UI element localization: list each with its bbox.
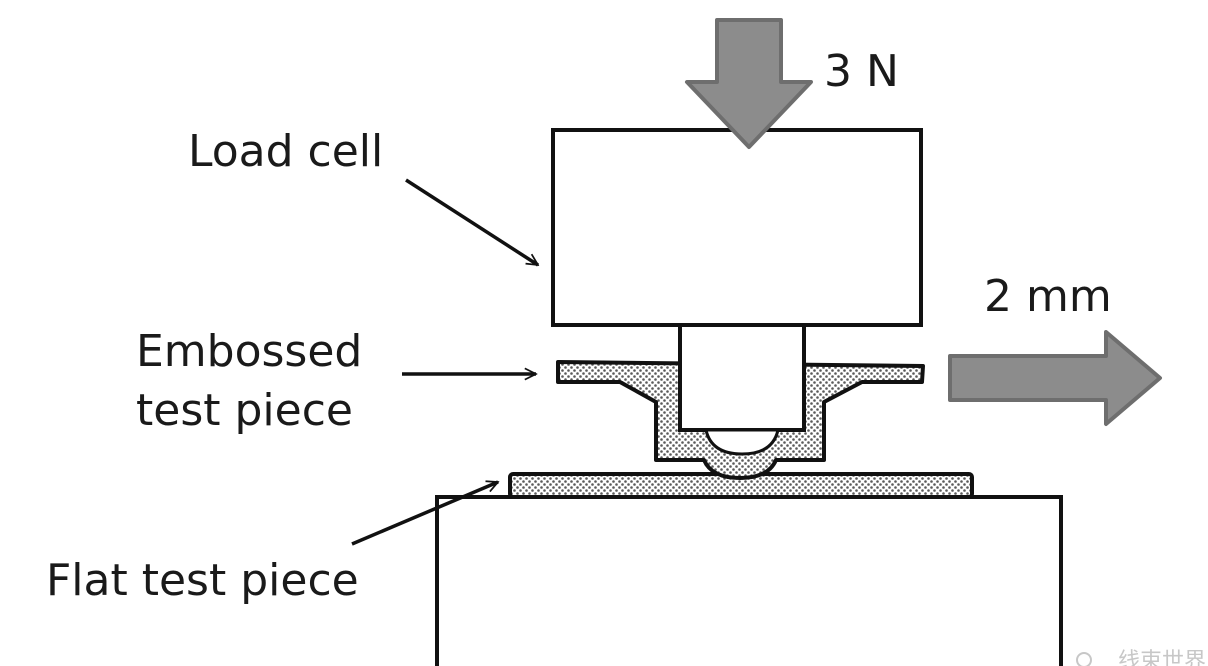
load-cell xyxy=(551,128,923,327)
load-cell-leader xyxy=(405,178,538,267)
displacement-label: 2 mm xyxy=(984,271,1112,322)
embossed-label-line2: test piece xyxy=(136,385,353,436)
probe-stem xyxy=(678,323,806,432)
force-label: 3 N xyxy=(824,46,899,97)
force-arrow xyxy=(685,18,813,149)
embossed-label-line1: Embossed xyxy=(136,326,362,377)
probe-tip xyxy=(704,428,780,456)
load-cell-label: Load cell xyxy=(188,126,383,177)
flat-test-piece-label: Flat test piece xyxy=(46,555,359,606)
base-block xyxy=(435,495,1063,666)
watermark: 线束世界 xyxy=(1076,649,1206,666)
displacement-arrow xyxy=(948,330,1162,426)
watermark-text: 线束世界 xyxy=(1118,649,1206,666)
flat-piece-leader xyxy=(351,482,498,546)
